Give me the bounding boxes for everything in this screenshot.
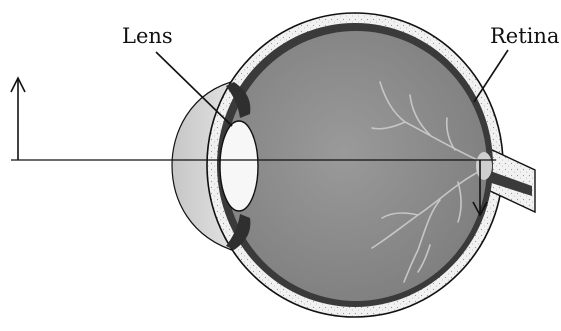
retina-label: Retina [490, 26, 559, 47]
optic-disc [476, 152, 492, 180]
lens [220, 121, 258, 211]
vitreous-body [225, 31, 487, 301]
retina-leader-line [474, 50, 508, 102]
object-arrow [11, 78, 25, 160]
lens-label: Lens [122, 26, 173, 47]
